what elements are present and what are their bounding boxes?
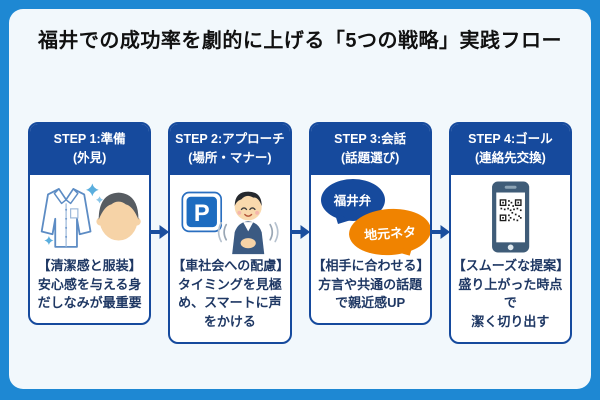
flow-row: STEP 1:準備 (外見) xyxy=(28,122,572,345)
step-2-icon-area: P xyxy=(170,179,289,255)
step-card-2: STEP 2:アプローチ (場所・マナー) P xyxy=(168,122,292,345)
parking-sign-icon: P xyxy=(181,191,223,232)
step-4-icon-area xyxy=(451,179,570,255)
step-4-illustration xyxy=(491,181,529,253)
step-3-description: 方言や共通の話題 で親近感UP xyxy=(318,276,423,311)
step-1-description: 安心感を与える身 だしなみが最重要 xyxy=(37,276,142,311)
step-3-header: STEP 3:会話 (話題選び) xyxy=(310,124,430,175)
speech-bubble-local-label: 地元ネタ xyxy=(363,223,417,243)
step-card-3: STEP 3:会話 (話題選び) 福井弁 地元ネタ 【相手に合わせる】 方言や共… xyxy=(308,122,432,326)
step-card-4: STEP 4:ゴール (連絡先交換) xyxy=(448,122,572,345)
step-2-heading: 【車社会への配慮】 xyxy=(172,257,290,273)
step-1-illustration xyxy=(40,183,141,248)
step-1-icon-area xyxy=(30,179,149,255)
step-3-icon-area: 福井弁 地元ネタ xyxy=(311,178,430,258)
step-1-heading: 【清潔感と服装】 xyxy=(37,257,142,273)
infographic-card: 福井での成功率を劇的に上げる「5つの戦略」実践フロー STEP 1:準備 (外見… xyxy=(9,9,591,389)
sparkle-icon xyxy=(44,183,104,245)
dress-shirt-icon xyxy=(40,187,92,248)
step-4-text: 【スムーズな提案】 盛り上がった時点で 潔く切り出す xyxy=(451,255,570,342)
step-2-text: 【車社会への配慮】 タイミングを見極 め、スマートに声 をかける xyxy=(170,255,289,342)
step-3-text: 【相手に合わせる】 方言や共通の話題 で親近感UP xyxy=(311,255,430,324)
step-card-1: STEP 1:準備 (外見) xyxy=(28,122,152,326)
page-title: 福井での成功率を劇的に上げる「5つの戦略」実践フロー xyxy=(37,30,563,52)
step-2-description: タイミングを見極 め、スマートに声 をかける xyxy=(177,276,282,330)
parking-sign-letter: P xyxy=(194,201,210,227)
step-1-header: STEP 1:準備 (外見) xyxy=(30,124,150,175)
step-2-illustration: P xyxy=(181,191,279,254)
qr-code-icon xyxy=(499,199,522,221)
groomed-face-icon xyxy=(96,192,141,241)
step-2-header: STEP 2:アプローチ (場所・マナー) xyxy=(170,124,290,175)
step-4-description: 盛り上がった時点で 潔く切り出す xyxy=(458,276,563,330)
flow-arrow-icon xyxy=(149,225,170,239)
speech-bubble-fukui-label: 福井弁 xyxy=(333,194,372,209)
bowing-man-icon xyxy=(218,191,279,254)
flow-arrow-icon xyxy=(289,225,310,239)
flow-arrow-icon xyxy=(429,225,450,239)
step-4-header: STEP 4:ゴール (連絡先交換) xyxy=(450,124,570,175)
step-3-heading: 【相手に合わせる】 xyxy=(312,257,430,273)
step-4-heading: 【スムーズな提案】 xyxy=(452,257,570,273)
step-1-text: 【清潔感と服装】 安心感を与える身 だしなみが最重要 xyxy=(30,255,149,324)
